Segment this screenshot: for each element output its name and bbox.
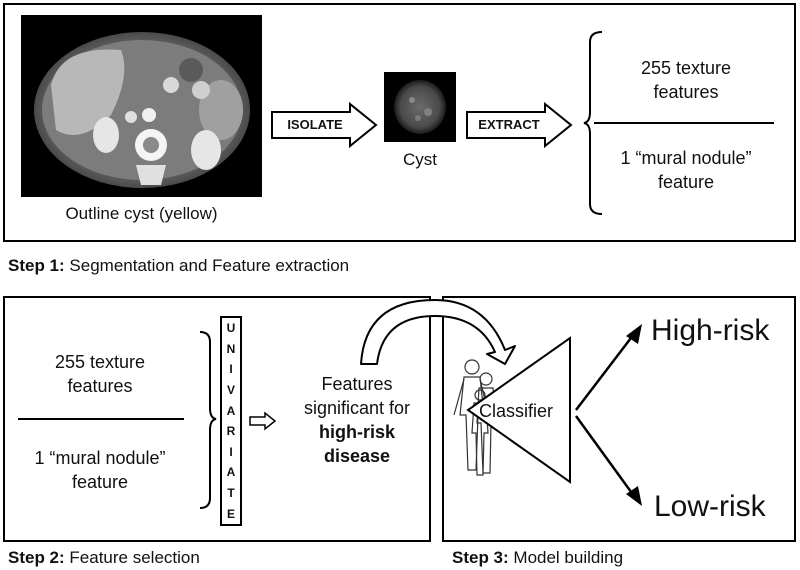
high-risk-label: High-risk <box>651 314 770 347</box>
curved-arrow <box>360 299 516 365</box>
ct-scan-image <box>21 15 262 197</box>
univariate-letter: E <box>226 506 235 521</box>
step1-label: Step 1: Segmentation and Feature extract… <box>8 256 349 276</box>
step3-label-bold: Step 3: <box>452 548 509 567</box>
univariate-letter: R <box>226 424 236 439</box>
step1-texture-line2: features <box>653 82 719 102</box>
isolate-label: ISOLATE <box>287 117 343 132</box>
step2-texture-line2: features <box>67 376 133 396</box>
step2-bracket <box>199 331 217 509</box>
cyst-caption: Cyst <box>403 150 437 169</box>
cyst-image <box>384 72 456 142</box>
step2-mural-line2: feature <box>71 472 129 492</box>
step1-bracket <box>583 31 603 215</box>
step2-label-bold: Step 2: <box>8 548 65 567</box>
step1-mural-line1: 1 “mural nodule” <box>620 148 752 168</box>
step2-divider <box>18 418 184 420</box>
result-line3: high-risk <box>318 422 395 442</box>
univariate-box: U N I V A R I A T E <box>220 316 242 526</box>
extract-label: EXTRACT <box>478 117 540 132</box>
univariate-letter: T <box>227 486 235 501</box>
result-line1: Features <box>321 374 393 394</box>
univariate-letter: U <box>226 321 236 336</box>
univariate-letter: I <box>229 362 233 377</box>
result-line4: disease <box>323 446 391 466</box>
outcome-arrows <box>574 324 642 506</box>
ct-scan-graphic <box>34 32 250 188</box>
result-line2: significant for <box>303 398 411 418</box>
step2-label: Step 2: Feature selection <box>8 548 200 568</box>
step1-label-rest: Segmentation and Feature extraction <box>64 256 350 275</box>
step2-texture-line1: 255 texture <box>54 352 146 372</box>
step3-label-rest: Model building <box>508 548 624 567</box>
step3-label: Step 3: Model building <box>452 548 623 568</box>
univariate-letter: I <box>229 444 233 459</box>
step1-mural-line2: feature <box>657 172 715 192</box>
step1-divider <box>594 122 774 124</box>
selection-arrow <box>249 411 277 431</box>
step2-mural-line1: 1 “mural nodule” <box>34 448 166 468</box>
low-risk-label: Low-risk <box>654 490 766 523</box>
univariate-letter: A <box>226 403 236 418</box>
ct-caption: Outline cyst (yellow) <box>65 204 218 223</box>
univariate-letter: V <box>226 383 235 398</box>
classifier-label: Classifier <box>479 401 554 421</box>
step2-label-rest: Feature selection <box>64 548 200 567</box>
univariate-letter: A <box>226 465 236 480</box>
step1-texture-line1: 255 texture <box>640 58 732 78</box>
classifier-triangle <box>466 336 571 484</box>
extract-arrow <box>466 101 573 149</box>
step1-label-bold: Step 1: <box>8 256 65 275</box>
cyst-graphic <box>394 80 446 134</box>
isolate-arrow <box>271 101 378 149</box>
univariate-letter: N <box>226 341 236 356</box>
step3-panel <box>442 296 796 542</box>
